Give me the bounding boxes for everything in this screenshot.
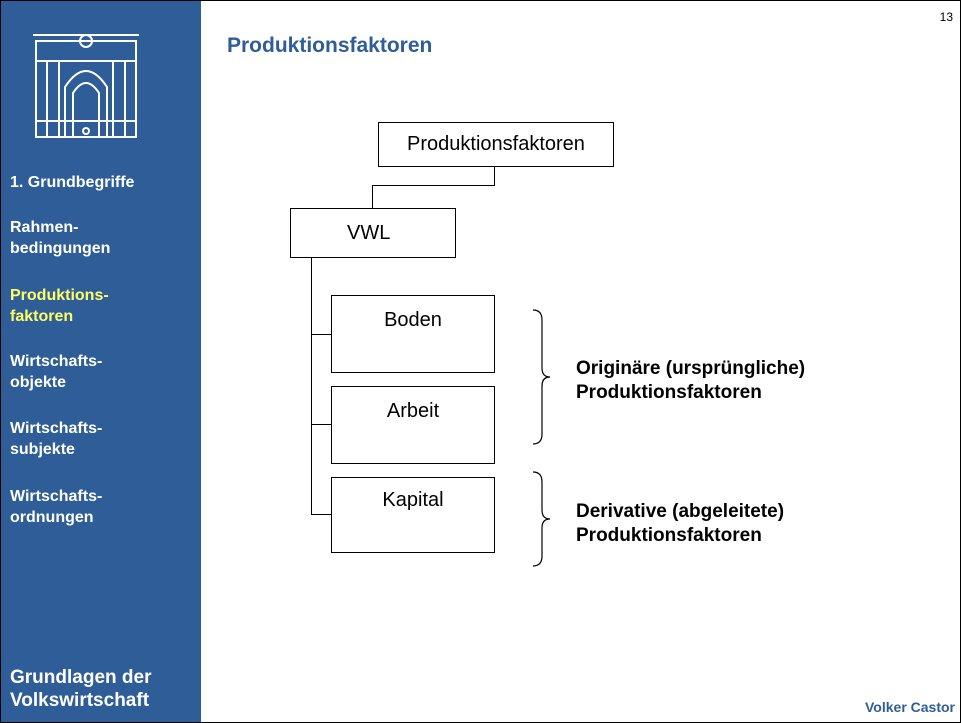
group-label-derivative: Derivative (abgeleitete) Produktionsfakt… <box>576 501 785 546</box>
factor-label-boden: Boden <box>384 309 442 331</box>
connector-vwl-up <box>372 185 373 209</box>
factor-box-boden: Boden <box>331 295 495 373</box>
factor-label-kapital: Kapital <box>382 489 444 511</box>
page-number: 13 <box>939 10 953 24</box>
sidebar-item-wirtschaftssubjekte[interactable]: Wirtschafts- subjekte <box>10 420 103 458</box>
factor-label-arbeit: Arbeit <box>386 400 440 422</box>
sidebar: 1. Grundbegriffe Rahmen- bedingungen Pro… <box>1 1 201 722</box>
slide-title: Produktionsfaktoren <box>227 34 433 57</box>
connector-arbeit <box>311 424 331 425</box>
connector-horizontal <box>372 185 495 186</box>
sidebar-item-wirtschaftsordnungen[interactable]: Wirtschafts- ordnungen <box>10 488 103 526</box>
sidebar-item-produktionsfaktoren[interactable]: Produktions- faktoren <box>10 287 109 325</box>
brace-originaere-icon <box>532 309 551 445</box>
connector-kapital <box>311 514 331 515</box>
diagram-vwl-box: VWL <box>290 208 456 258</box>
diagram-root-box: Produktionsfaktoren <box>378 122 614 167</box>
sidebar-item-wirtschaftsobjekte[interactable]: Wirtschafts- objekte <box>10 353 103 391</box>
sidebar-item-grundbegriffe[interactable]: 1. Grundbegriffe <box>10 174 135 191</box>
diagram-vwl-label: VWL <box>347 222 391 244</box>
factor-box-arbeit: Arbeit <box>331 386 495 464</box>
brace-derivative-icon <box>532 471 551 567</box>
author-name: Volker Castor <box>865 699 955 715</box>
diagram-root-label: Produktionsfaktoren <box>407 133 585 155</box>
connector-boden <box>311 334 331 335</box>
building-logo-icon <box>33 34 139 138</box>
connector-vertical-trunk <box>311 257 312 515</box>
course-title: Grundlagen der Volkswirtschaft <box>10 667 152 711</box>
factor-box-kapital: Kapital <box>331 477 495 553</box>
connector-root-down <box>494 166 495 186</box>
group-label-originaere: Originäre (ursprüngliche) Produktionsfak… <box>576 358 806 403</box>
sidebar-item-rahmenbedingungen[interactable]: Rahmen- bedingungen <box>10 219 111 257</box>
